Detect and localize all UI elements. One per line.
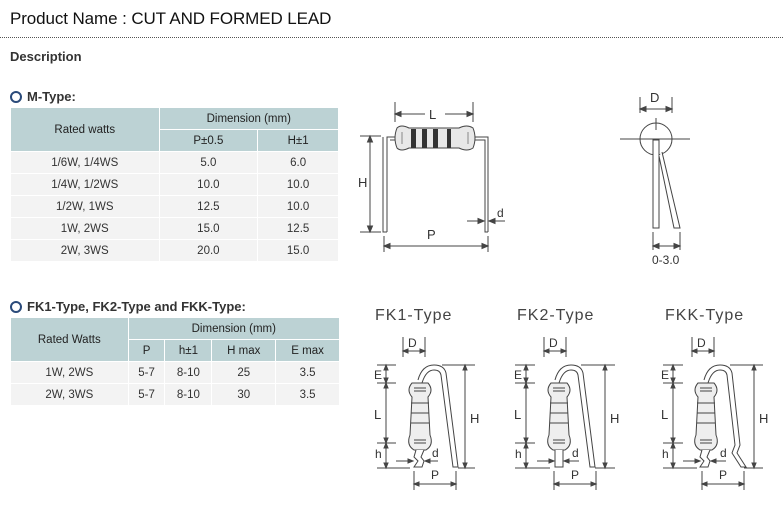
page-title: Product Name : CUT AND FORMED LEAD — [10, 9, 332, 28]
table-row: 1/2W, 1WS 12.5 10.0 — [10, 195, 339, 218]
svg-text:FK2-Type: FK2-Type — [517, 307, 594, 324]
svg-text:L: L — [374, 407, 381, 422]
cell-h: 15.0 — [257, 239, 339, 262]
m-type-heading-text: M-Type: — [27, 89, 76, 104]
col-header-rated-watts: Rated watts — [10, 107, 160, 152]
table-row: 1/6W, 1/4WS 5.0 6.0 — [10, 151, 339, 174]
fkk-type-diagram: FKK-Type D E L h H d P — [640, 295, 783, 500]
m-type-table: Rated watts Dimension (mm) P±0.5 H±1 1/6… — [10, 107, 340, 262]
m-type-side-diagram: D 0-3.0 — [600, 80, 710, 270]
svg-text:P: P — [571, 468, 579, 482]
cell-p: 12.5 — [158, 195, 259, 218]
fk-type-heading: FK1-Type, FK2-Type and FKK-Type: — [10, 299, 246, 314]
col-header-rated-watts: Rated Watts — [10, 317, 129, 362]
svg-text:FKK-Type: FKK-Type — [665, 307, 744, 324]
cell-h: 10.0 — [257, 173, 339, 196]
svg-text:P: P — [427, 227, 436, 242]
table-row: 1/4W, 1/2WS 10.0 10.0 — [10, 173, 339, 196]
svg-text:D: D — [549, 336, 558, 350]
circle-bullet-icon — [10, 300, 22, 313]
svg-text:P: P — [719, 468, 727, 482]
cell-e-max: 3.5 — [275, 383, 340, 406]
col-header-h-max: H max — [211, 339, 277, 362]
cell-h-max: 30 — [211, 383, 277, 406]
svg-text:L: L — [429, 107, 436, 122]
cell-p: 15.0 — [158, 217, 259, 240]
col-header-p: P — [127, 339, 166, 362]
svg-text:E: E — [514, 368, 522, 382]
cell-h-small: 8-10 — [164, 383, 213, 406]
cell-p: 5-7 — [127, 361, 166, 384]
svg-text:D: D — [408, 336, 417, 350]
circle-bullet-icon — [10, 90, 22, 103]
svg-text:H: H — [759, 411, 768, 426]
cell-h: 10.0 — [257, 195, 339, 218]
svg-text:L: L — [514, 407, 521, 422]
m-type-front-diagram: L H P d — [345, 90, 525, 265]
section-label-description: Description — [10, 49, 82, 64]
svg-text:h: h — [515, 447, 522, 461]
col-header-h: H±1 — [257, 129, 339, 152]
svg-text:d: d — [720, 446, 727, 460]
svg-text:H: H — [610, 411, 619, 426]
col-header-dimension: Dimension (mm) — [127, 317, 341, 340]
fk-type-heading-text: FK1-Type, FK2-Type and FKK-Type: — [27, 299, 246, 314]
cell-rated: 1/2W, 1WS — [10, 195, 160, 218]
table-row: 2W, 3WS 20.0 15.0 — [10, 239, 339, 262]
svg-text:P: P — [431, 468, 439, 482]
col-header-h-small: h±1 — [164, 339, 213, 362]
cell-rated: 1/6W, 1/4WS — [10, 151, 160, 174]
svg-text:0-3.0: 0-3.0 — [652, 253, 680, 267]
cell-rated: 1W, 2WS — [10, 361, 129, 384]
cell-rated: 1/4W, 1/2WS — [10, 173, 160, 196]
cell-rated: 1W, 2WS — [10, 217, 160, 240]
svg-text:h: h — [375, 447, 382, 461]
svg-text:D: D — [697, 336, 706, 350]
cell-h-max: 25 — [211, 361, 277, 384]
col-header-dimension: Dimension (mm) — [158, 107, 340, 130]
cell-h-small: 8-10 — [164, 361, 213, 384]
cell-p: 10.0 — [158, 173, 259, 196]
fk-type-table: Rated Watts Dimension (mm) P h±1 H max E… — [10, 317, 341, 406]
col-header-p: P±0.5 — [158, 129, 259, 152]
cell-rated: 2W, 3WS — [10, 239, 160, 262]
cell-rated: 2W, 3WS — [10, 383, 129, 406]
cell-p: 20.0 — [158, 239, 259, 262]
dotted-divider — [0, 37, 783, 38]
cell-h: 12.5 — [257, 217, 339, 240]
svg-text:E: E — [661, 368, 669, 382]
svg-text:L: L — [661, 407, 668, 422]
cell-e-max: 3.5 — [275, 361, 340, 384]
cell-p: 5-7 — [127, 383, 166, 406]
svg-text:d: d — [572, 446, 579, 460]
fk2-type-diagram: FK2-Type D E L h H d P — [495, 295, 640, 500]
svg-text:d: d — [432, 446, 439, 460]
svg-text:D: D — [650, 90, 659, 105]
svg-text:E: E — [374, 368, 382, 382]
table-row: 1W, 2WS 15.0 12.5 — [10, 217, 339, 240]
m-type-heading: M-Type: — [10, 89, 76, 104]
svg-text:d: d — [497, 206, 504, 220]
cell-p: 5.0 — [158, 151, 259, 174]
svg-text:H: H — [470, 411, 479, 426]
svg-text:H: H — [358, 175, 367, 190]
col-header-e-max: E max — [275, 339, 340, 362]
cell-h: 6.0 — [257, 151, 339, 174]
svg-text:FK1-Type: FK1-Type — [375, 307, 452, 324]
table-row: 1W, 2WS 5-7 8-10 25 3.5 — [10, 361, 340, 384]
fk1-type-diagram: FK1-Type D E L h — [350, 295, 495, 500]
table-row: 2W, 3WS 5-7 8-10 30 3.5 — [10, 383, 340, 406]
svg-text:h: h — [662, 447, 669, 461]
